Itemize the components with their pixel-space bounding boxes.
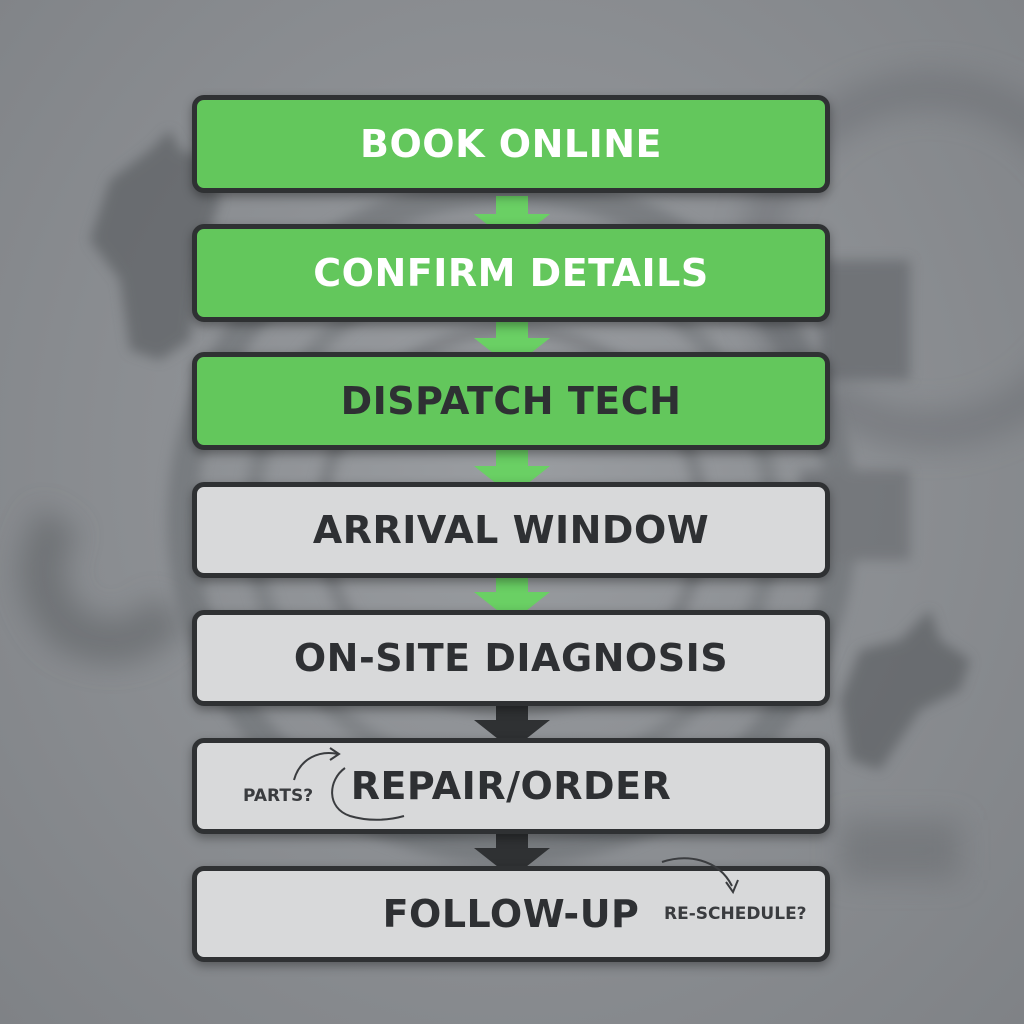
arrow-3 — [474, 448, 550, 496]
step-repair-order: REPAIR/ORDER — [192, 738, 830, 834]
step-on-site-diagnosis: ON-SITE DIAGNOSIS — [192, 610, 830, 706]
reschedule-note: RE-SCHEDULE? — [664, 904, 807, 924]
arrow-5 — [474, 702, 550, 750]
parts-note: PARTS? — [243, 786, 314, 806]
step-dispatch-tech: DISPATCH TECH — [192, 352, 830, 450]
parts-curved-arrow-icon — [293, 747, 405, 821]
step-arrival-window: ARRIVAL WINDOW — [192, 482, 830, 578]
reschedule-curved-arrow-icon — [661, 857, 739, 895]
step-book-online: BOOK ONLINE — [192, 95, 830, 193]
step-follow-up: FOLLOW-UP — [192, 866, 830, 962]
arrow-1 — [474, 196, 550, 244]
arrow-2 — [474, 320, 550, 368]
step-confirm-details: CONFIRM DETAILS — [192, 224, 830, 322]
arrow-6 — [474, 830, 550, 878]
arrow-4 — [474, 574, 550, 622]
